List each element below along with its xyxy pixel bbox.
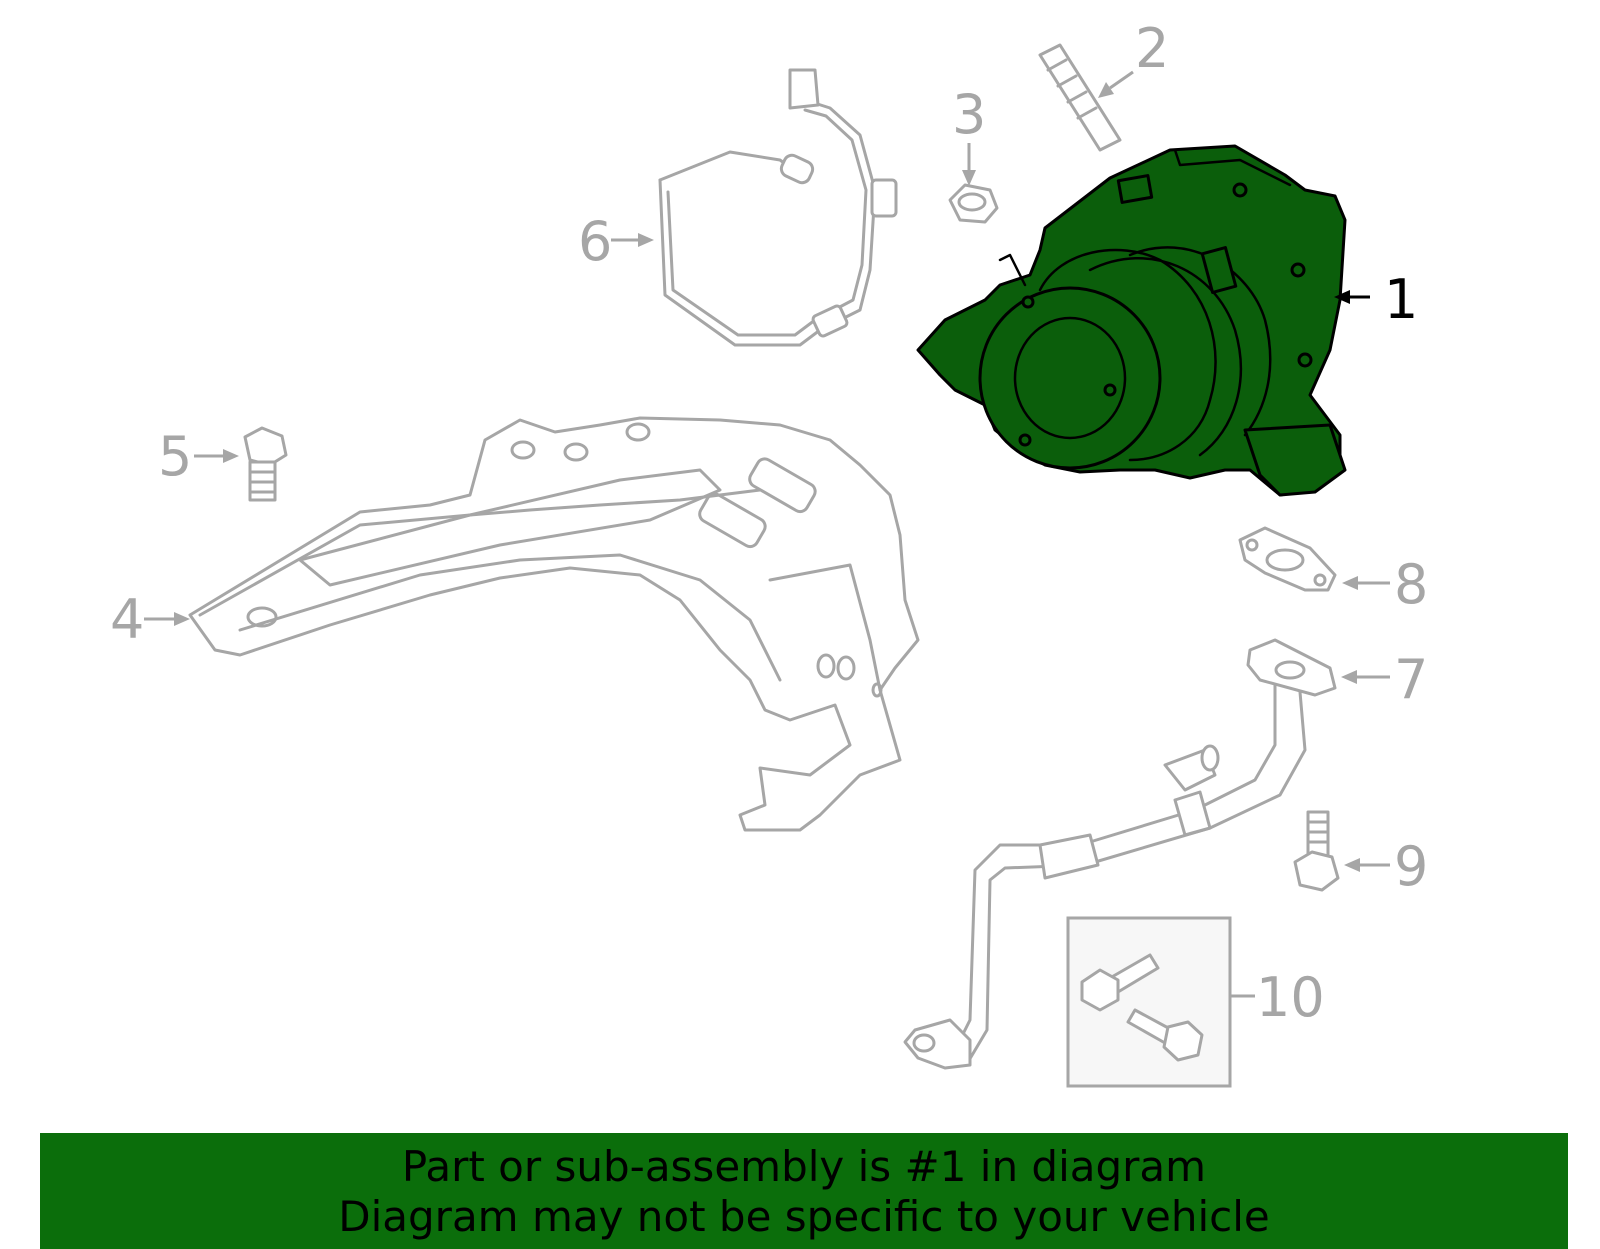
part-5-bolt[interactable] bbox=[243, 426, 288, 502]
notice-banner: Part or sub-assembly is #1 in diagram Di… bbox=[40, 1133, 1568, 1249]
callout-5: 5 bbox=[158, 425, 192, 488]
callout-1: 1 bbox=[1384, 268, 1418, 331]
part-10-bolt-kit[interactable] bbox=[1066, 916, 1232, 1088]
callout-2: 2 bbox=[1135, 17, 1169, 80]
part-6-oil-line[interactable] bbox=[658, 68, 898, 347]
part-9-bolt[interactable] bbox=[1293, 810, 1340, 892]
banner-line-2: Diagram may not be specific to your vehi… bbox=[338, 1192, 1270, 1241]
callout-8: 8 bbox=[1394, 553, 1428, 616]
callout-9: 9 bbox=[1394, 835, 1428, 898]
part-1-turbocharger[interactable] bbox=[916, 144, 1347, 497]
callout-7: 7 bbox=[1394, 648, 1428, 711]
part-4-heat-shield[interactable] bbox=[188, 416, 920, 832]
part-7-oil-return-tube[interactable] bbox=[903, 638, 1337, 1070]
part-8-gasket[interactable] bbox=[1238, 526, 1337, 592]
callout-10: 10 bbox=[1256, 966, 1325, 1029]
callout-6: 6 bbox=[578, 210, 612, 273]
part-3-nut[interactable] bbox=[948, 183, 999, 224]
callout-3: 3 bbox=[952, 83, 986, 146]
callout-4: 4 bbox=[110, 588, 144, 651]
part-2-stud[interactable] bbox=[1038, 43, 1122, 152]
callout-arrows bbox=[144, 70, 1390, 998]
banner-line-1: Part or sub-assembly is #1 in diagram bbox=[401, 1142, 1207, 1191]
